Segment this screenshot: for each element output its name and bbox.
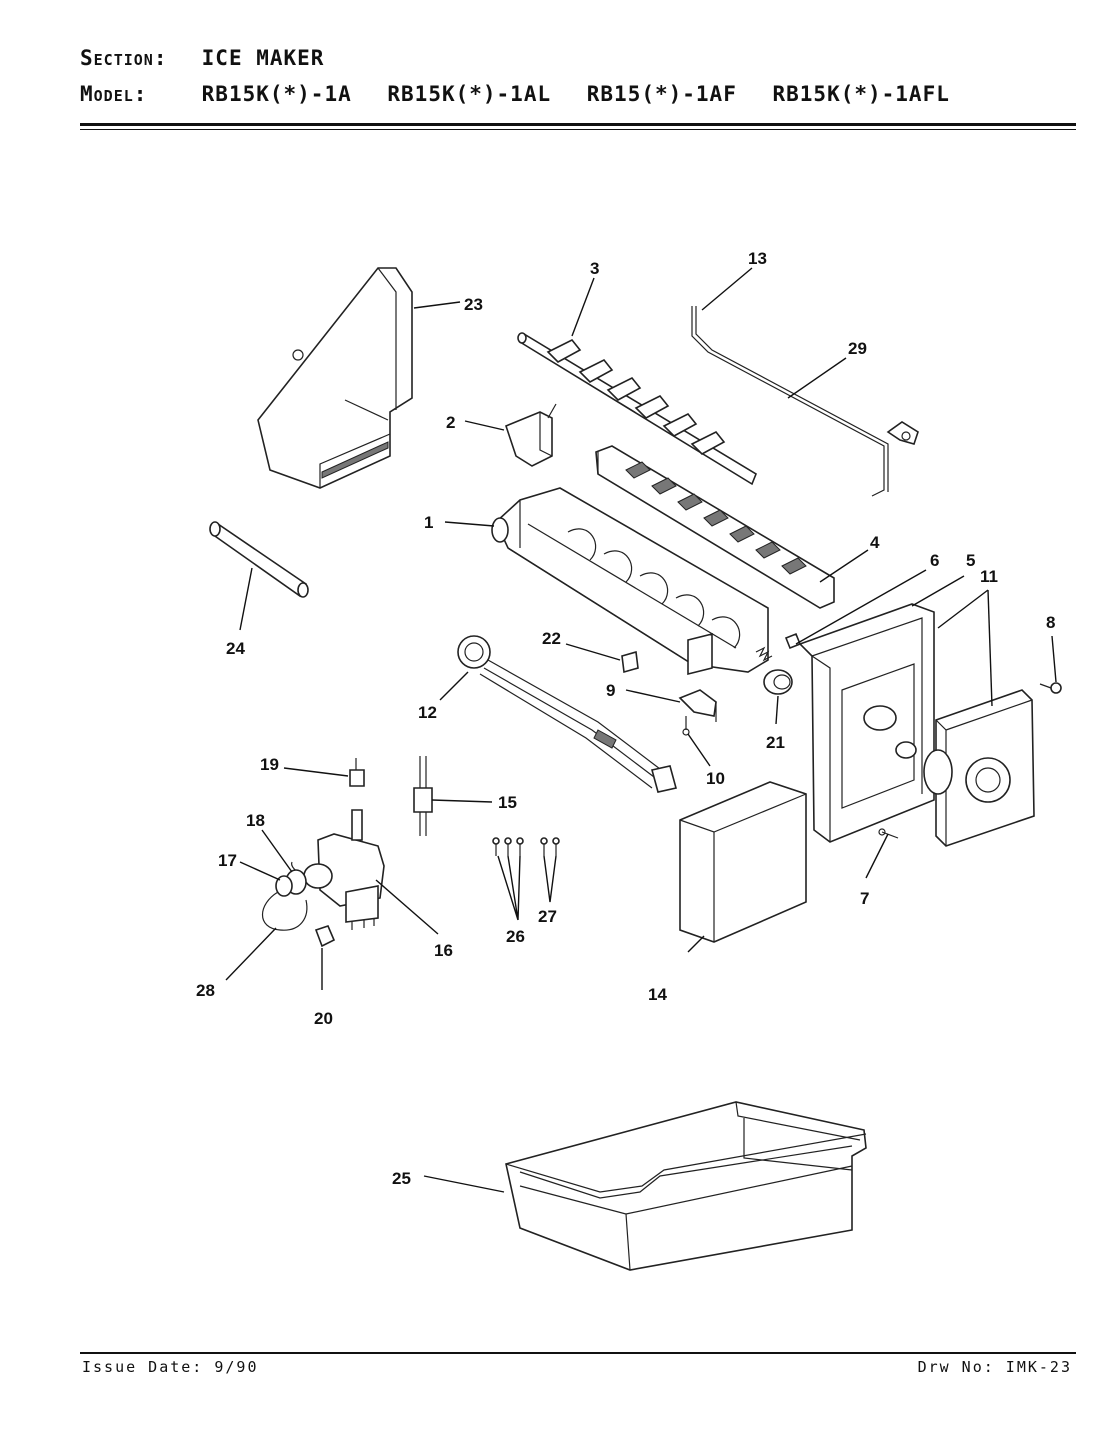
part-16-valve <box>291 809 385 930</box>
part-20-clamp <box>314 925 336 948</box>
callout-1: 1 <box>424 513 433 532</box>
callout-10: 10 <box>706 769 725 788</box>
part-25-ice-bucket <box>505 1101 867 1271</box>
callouts: 1 2 3 4 5 6 7 8 9 10 11 12 13 14 15 16 1… <box>196 249 1055 1188</box>
model-4: RB15K(*)-1AFL <box>772 82 950 106</box>
callout-27: 27 <box>538 907 557 926</box>
model-1: RB15K(*)-1A <box>201 82 352 106</box>
part-24-tube <box>209 521 309 598</box>
callout-3: 3 <box>590 259 599 278</box>
part-19-nut <box>349 758 365 787</box>
section-row: Section: ICE MAKER <box>80 46 346 70</box>
callout-23: 23 <box>464 295 483 314</box>
part-12-harness <box>457 635 677 793</box>
callout-22: 22 <box>542 629 561 648</box>
part-1-mold <box>491 487 769 676</box>
part-8-screw <box>1039 682 1062 694</box>
part-11-module <box>923 689 1035 847</box>
part-4-stripper <box>595 445 835 609</box>
callout-18: 18 <box>246 811 265 830</box>
footer-rule <box>80 1352 1076 1354</box>
part-15-coupling <box>413 756 433 836</box>
part-2-bracket <box>505 403 557 467</box>
callout-17: 17 <box>218 851 237 870</box>
callout-8: 8 <box>1046 613 1055 632</box>
callout-15: 15 <box>498 793 517 812</box>
model-label: Model: <box>80 82 148 106</box>
section-value: ICE MAKER <box>201 46 325 70</box>
part-5-housing <box>798 603 935 843</box>
part-22-clip <box>621 650 639 674</box>
callout-2: 2 <box>446 413 455 432</box>
section-label: Section: <box>80 46 168 70</box>
callout-28: 28 <box>196 981 215 1000</box>
leader-lines <box>225 267 1057 1193</box>
callout-4: 4 <box>870 533 880 552</box>
header-rule-thin <box>80 129 1076 130</box>
part-3-ejector <box>517 332 757 486</box>
callout-9: 9 <box>606 681 615 700</box>
part-27-screws <box>540 837 560 856</box>
header-rule <box>80 123 1076 126</box>
callout-16: 16 <box>434 941 453 960</box>
model-row: Model: RB15K(*)-1A RB15K(*)-1AL RB15(*)-… <box>80 82 972 106</box>
callout-29: 29 <box>848 339 867 358</box>
callout-6: 6 <box>930 551 939 570</box>
callout-7: 7 <box>860 889 869 908</box>
callout-13: 13 <box>748 249 767 268</box>
callout-14: 14 <box>648 985 667 1004</box>
model-2: RB15K(*)-1AL <box>387 82 552 106</box>
part-23-chute-cover <box>257 267 413 489</box>
part-29-shutoff-arm <box>691 306 919 497</box>
callout-5: 5 <box>966 551 975 570</box>
model-3: RB15(*)-1AF <box>586 82 737 106</box>
part-14-cover <box>679 781 807 943</box>
callout-25: 25 <box>392 1169 411 1188</box>
part-21-gear <box>763 669 793 695</box>
part-10-screw <box>682 716 690 736</box>
part-7-screw <box>878 828 899 839</box>
callout-21: 21 <box>766 733 785 752</box>
callout-19: 19 <box>260 755 279 774</box>
callout-20: 20 <box>314 1009 333 1028</box>
callout-11: 11 <box>980 567 998 586</box>
issue-date: Issue Date: 9/90 <box>82 1358 259 1376</box>
callout-24: 24 <box>226 639 245 658</box>
part-9-bracket <box>678 689 717 722</box>
part-26-screws <box>492 837 524 856</box>
part-17-cap <box>275 875 293 897</box>
drawing-number: Drw No: IMK-23 <box>917 1358 1072 1376</box>
callout-12: 12 <box>418 703 437 722</box>
callout-26: 26 <box>506 927 525 946</box>
part-28-hose <box>262 891 308 931</box>
